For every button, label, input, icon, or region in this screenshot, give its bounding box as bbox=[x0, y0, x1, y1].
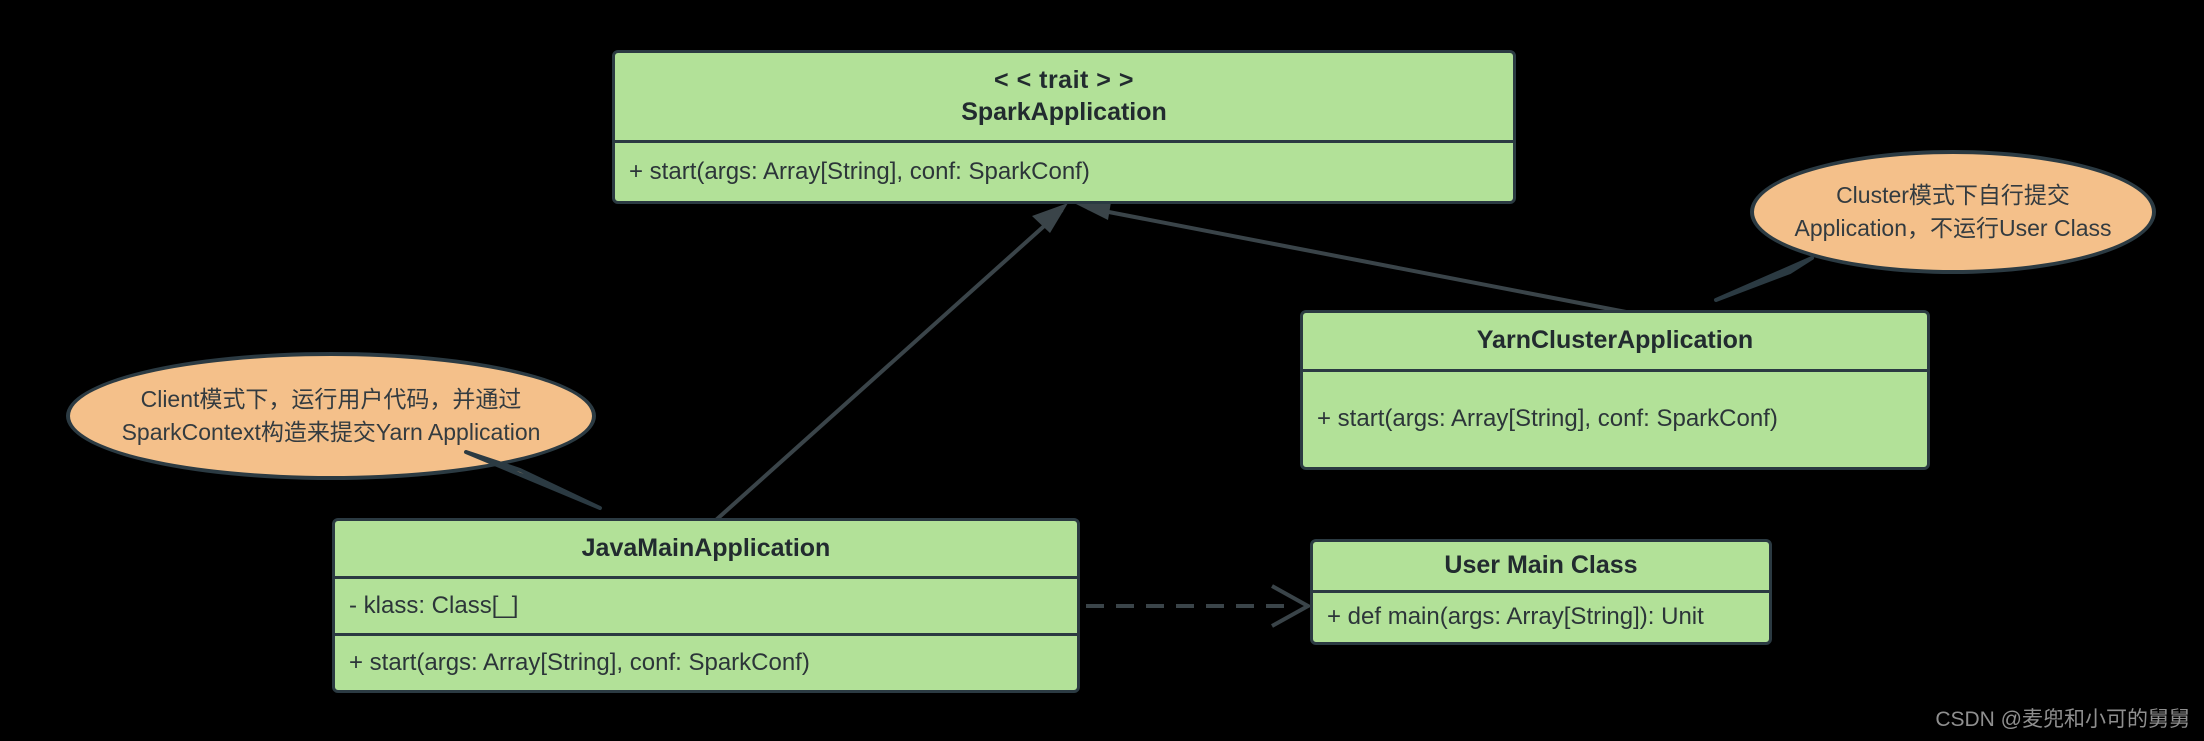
edge-java-main-to-spark-application bbox=[714, 203, 1068, 522]
class-yarn-cluster-application[interactable]: YarnClusterApplication + start(args: Arr… bbox=[1300, 310, 1930, 470]
class-java-main-application-header: JavaMainApplication bbox=[335, 521, 1077, 576]
class-java-main-application-name: JavaMainApplication bbox=[581, 533, 831, 562]
class-java-main-application-field: - klass: Class[_] bbox=[349, 591, 519, 619]
divider bbox=[615, 140, 1513, 144]
class-user-main-class-method: + def main(args: Array[String]): Unit bbox=[1327, 603, 1704, 631]
note-client-mode-line2: SparkContext构造来提交Yarn Application bbox=[121, 419, 541, 445]
edge-yarn-cluster-to-spark-application bbox=[1076, 196, 1627, 314]
class-yarn-cluster-application-name: YarnClusterApplication bbox=[1476, 326, 1754, 355]
note-cluster-mode-line2: Application，不运行User Class bbox=[1794, 215, 2112, 241]
class-spark-application-stereotype: < < trait > > bbox=[994, 66, 1134, 95]
class-java-main-application[interactable]: JavaMainApplication - klass: Class[_] + … bbox=[332, 518, 1080, 693]
note-cluster-mode[interactable]: Cluster模式下自行提交 Application，不运行User Class bbox=[1750, 150, 2156, 274]
divider bbox=[335, 575, 1077, 579]
class-java-main-application-method: + start(args: Array[String], conf: Spark… bbox=[349, 648, 810, 676]
class-user-main-class-header: User Main Class bbox=[1313, 542, 1769, 590]
class-spark-application-name: SparkApplication bbox=[961, 97, 1167, 126]
csdn-watermark: CSDN @麦兜和小可的舅舅 bbox=[1935, 708, 2190, 731]
edge-java-main-to-user-main-class bbox=[1086, 584, 1313, 628]
note-cluster-mode-line1: Cluster模式下自行提交 bbox=[1836, 181, 2070, 208]
class-user-main-class-name: User Main Class bbox=[1444, 551, 1638, 580]
class-spark-application-header: < < trait > > SparkApplication bbox=[615, 53, 1513, 140]
divider bbox=[335, 632, 1077, 636]
class-user-main-class[interactable]: User Main Class + def main(args: Array[S… bbox=[1310, 539, 1772, 645]
note-client-mode-line1: Client模式下，运行用户代码，并通过 bbox=[140, 385, 522, 412]
class-yarn-cluster-application-header: YarnClusterApplication bbox=[1303, 313, 1927, 369]
class-spark-application[interactable]: < < trait > > SparkApplication + start(a… bbox=[612, 50, 1516, 204]
class-spark-application-method: + start(args: Array[String], conf: Spark… bbox=[629, 158, 1090, 186]
note-client-mode[interactable]: Client模式下，运行用户代码，并通过 SparkContext构造来提交Ya… bbox=[66, 352, 596, 480]
divider bbox=[1303, 368, 1927, 372]
class-yarn-cluster-application-method: + start(args: Array[String], conf: Spark… bbox=[1317, 405, 1778, 433]
divider bbox=[1313, 589, 1769, 593]
